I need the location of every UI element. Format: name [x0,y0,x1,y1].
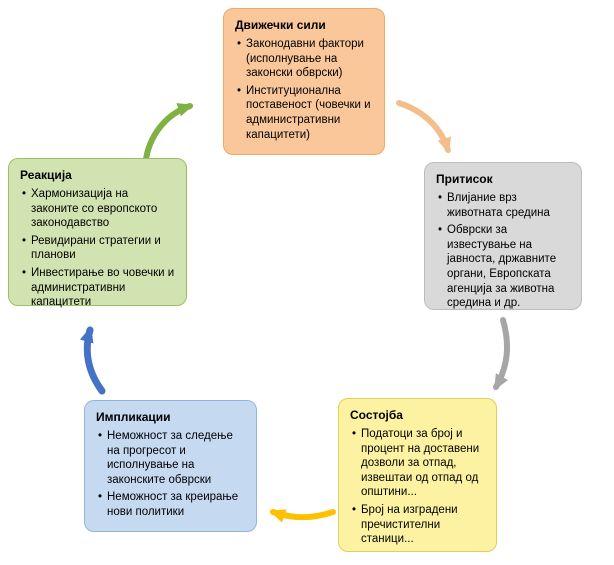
bullet-item: Број на изградени пречистителни станици.… [352,503,486,547]
node-implications-title: Импликации [96,410,171,424]
bullet-item: Неможност за креирање нови политики [98,490,246,519]
arrow-pressure-to-state [493,317,510,391]
arrow-response-to-driving [143,103,194,162]
node-implications: Импликации Неможност за следење на прогр… [84,400,257,532]
node-state-bullets: Податоци за број и процент на доставени … [349,427,486,547]
node-response: Реакција Хармонизација на законите со ев… [8,158,187,308]
node-driving-forces: Движечки сили Законодавни фактори (испол… [223,8,385,155]
node-pressure-title: Притисок [436,172,493,186]
node-response-bullets: Хармонизација на законите со европското … [19,187,176,310]
arrow-implications-to-response [79,326,106,395]
arrow-state-to-implications [269,509,336,523]
node-state: Состојба Податоци за број и процент на д… [338,398,497,552]
bullet-item: Хармонизација на законите со европското … [22,187,176,231]
node-state-title: Состојба [350,408,403,422]
bullet-item: Законодавни фактори (исполнување на зако… [237,37,374,81]
bullet-item: Податоци за број и процент на доставени … [352,427,486,500]
node-driving-forces-bullets: Законодавни фактори (исполнување на зако… [234,37,374,142]
node-implications-bullets: Неможност за следење на прогресот и испо… [95,429,246,520]
arrow-driving-to-pressure [396,100,452,154]
bullet-item: Ревидирани стратегии и планови [22,234,176,263]
bullet-item: Обврски за известување на јавноста, држа… [438,223,571,311]
bullet-item: Инвестирање во човечки и административни… [22,266,176,310]
node-pressure: Притисок Влијание врз животната средина … [424,162,582,310]
bullet-item: Институционална поставеност (човечки и а… [237,84,374,142]
bullet-item: Влијание врз животната средина [438,191,571,220]
bullet-item: Неможност за следење на прогресот и испо… [98,429,246,487]
node-pressure-bullets: Влијание врз животната средина Обврски з… [435,191,571,311]
node-driving-forces-title: Движечки сили [235,18,326,32]
node-response-title: Реакција [20,168,72,182]
